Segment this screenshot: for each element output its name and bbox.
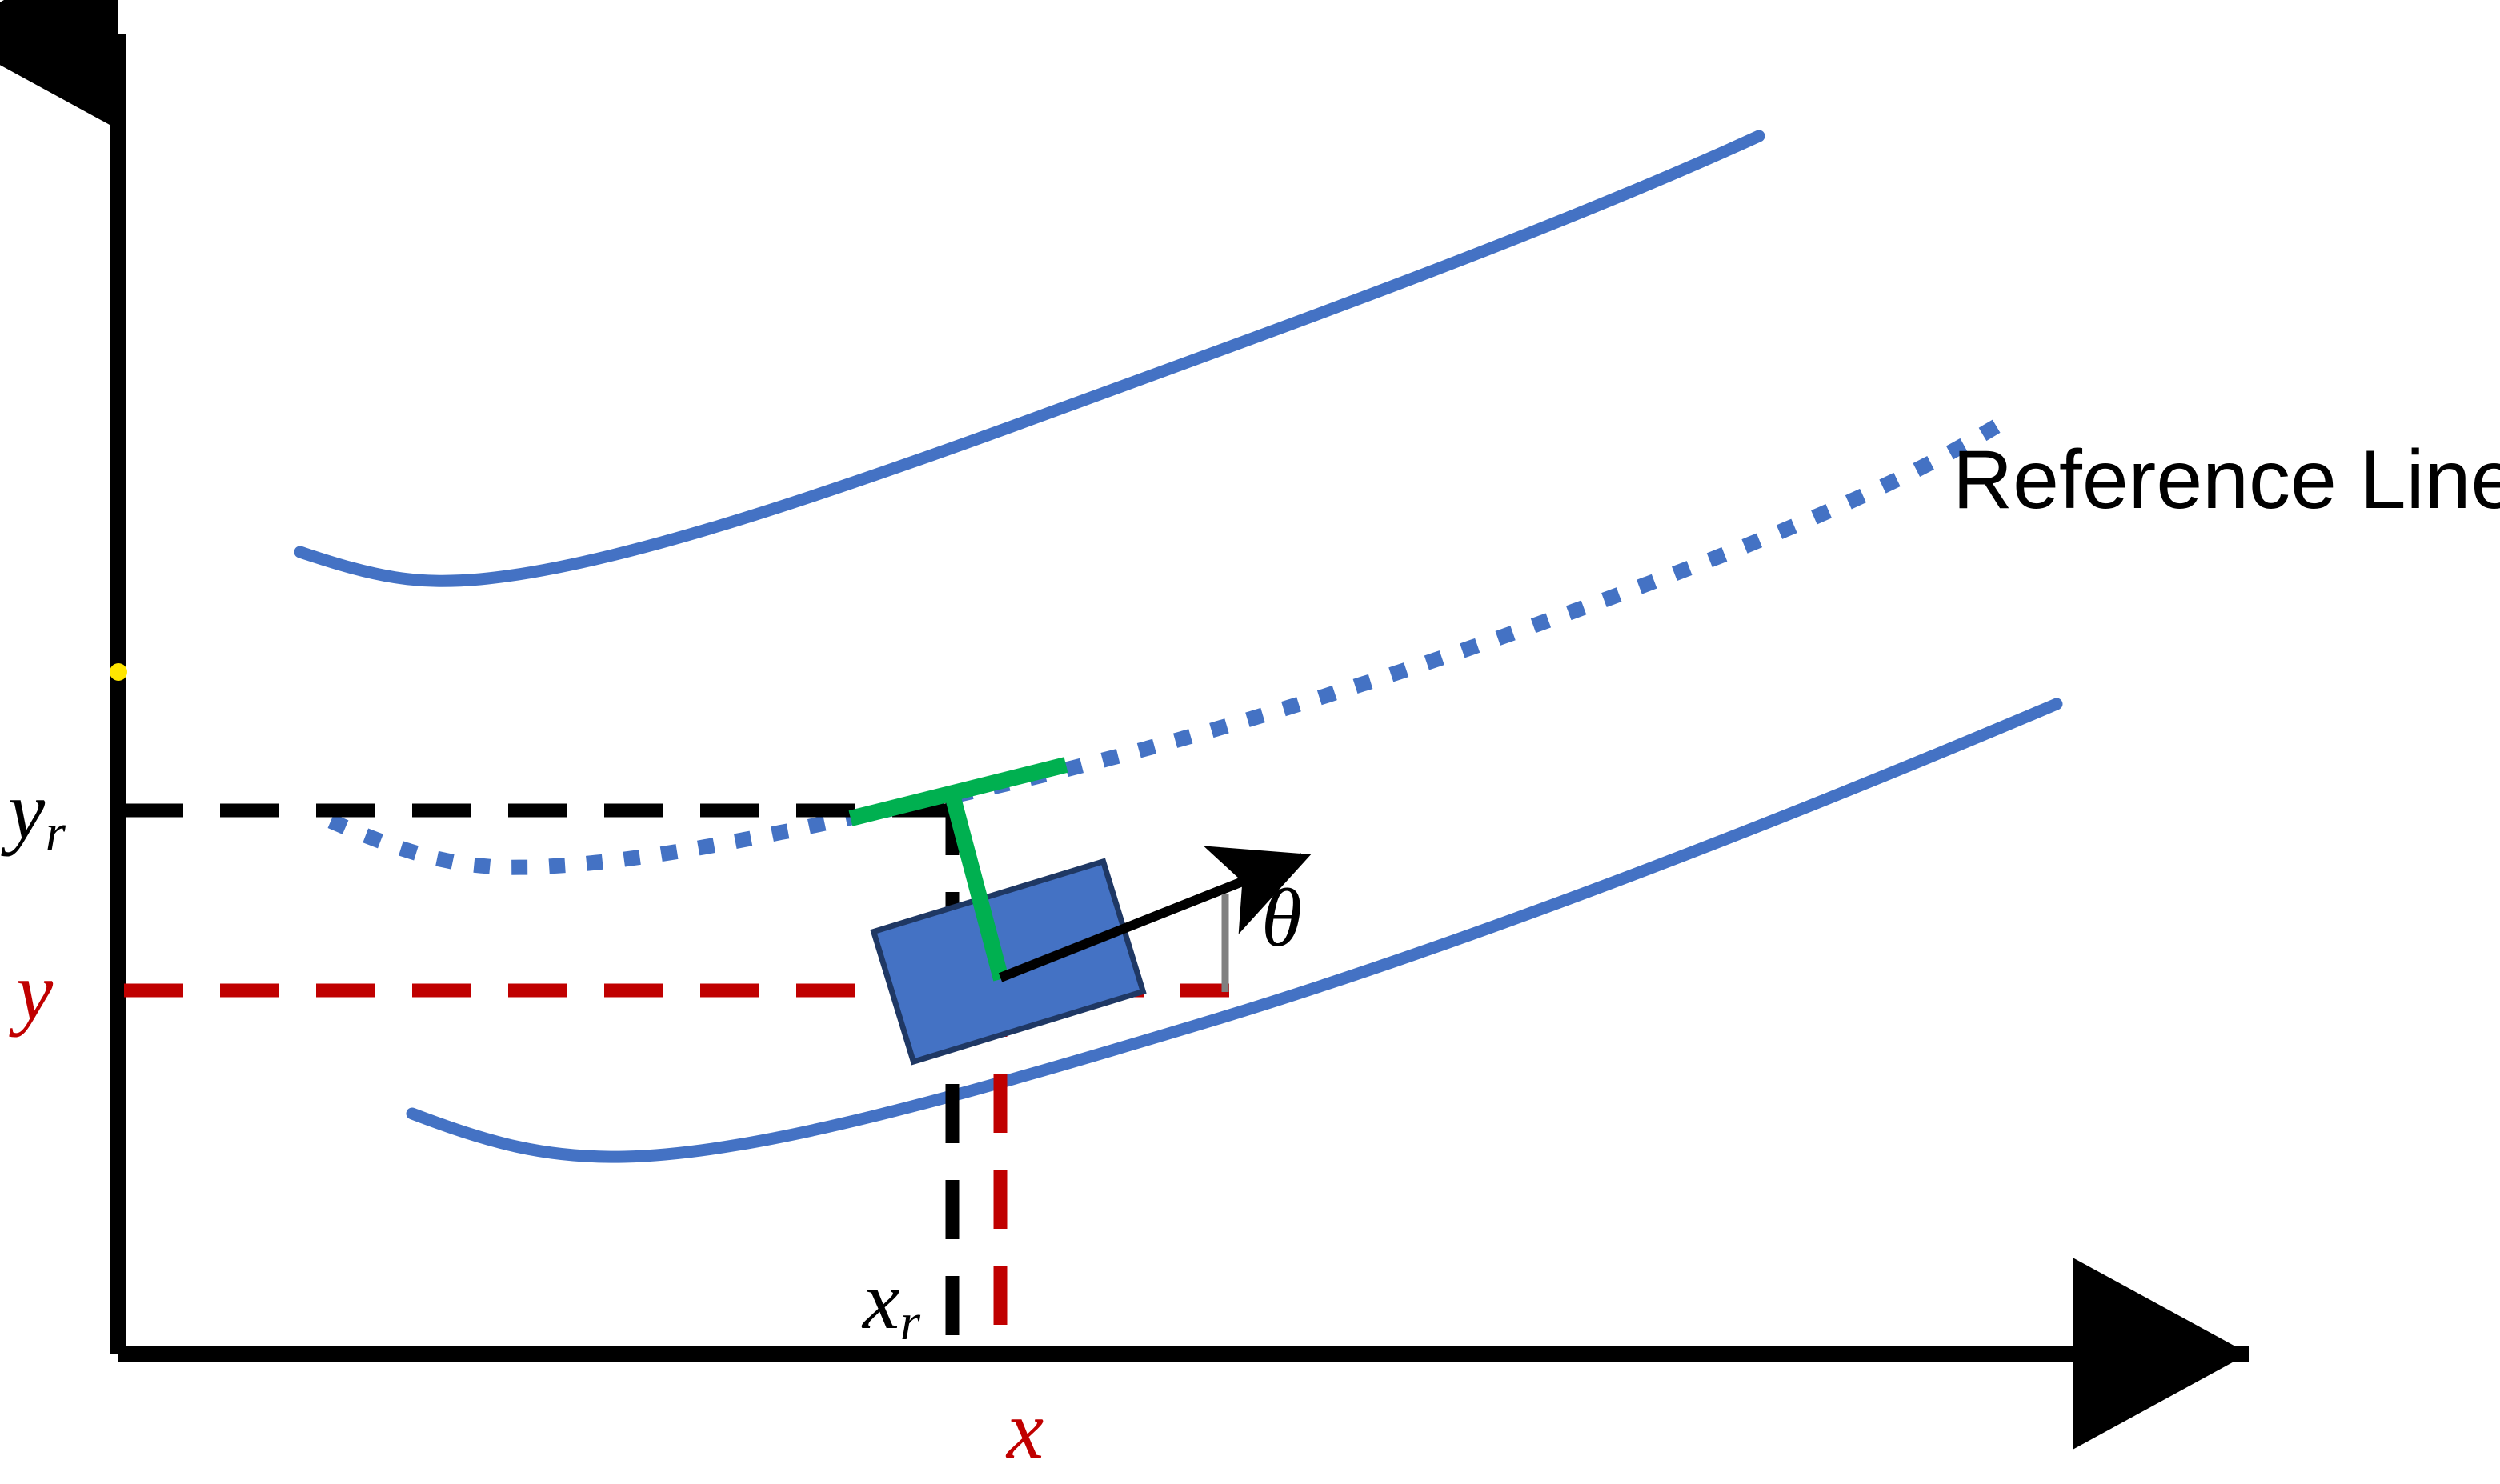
x-actual-label: x bbox=[1007, 1384, 1044, 1476]
reference-line-label: Reference Line bbox=[1953, 434, 2500, 526]
actual-guides-group bbox=[124, 978, 1229, 1354]
origin-marker-dot bbox=[110, 663, 127, 681]
reference-line-group bbox=[327, 406, 2021, 875]
reference-line-dotted bbox=[327, 406, 2021, 875]
upper-lane-boundary bbox=[294, 130, 1765, 587]
reference-guides-group bbox=[118, 796, 960, 1354]
theta-label: θ bbox=[1261, 872, 1303, 964]
y-actual-label: y bbox=[16, 946, 54, 1038]
lateral-error-segment bbox=[944, 790, 1009, 982]
error-geometry-group bbox=[848, 757, 1068, 982]
x-reference-label-base: x bbox=[863, 1254, 900, 1346]
x-reference-label-subscript: r bbox=[899, 1294, 920, 1351]
y-reference-label-base: y bbox=[8, 765, 46, 857]
axes-group bbox=[0, 0, 2249, 1450]
y-reference-label-subscript: r bbox=[45, 804, 66, 862]
lane-boundaries-group bbox=[294, 130, 2063, 1163]
heading-arrow bbox=[998, 846, 1312, 982]
y-reference-label: yr bbox=[8, 770, 66, 858]
vehicle-body-rect[interactable] bbox=[870, 858, 1147, 1066]
heading-group bbox=[998, 846, 1312, 992]
vehicle-group[interactable] bbox=[870, 858, 1147, 1066]
x-reference-label: xr bbox=[863, 1259, 920, 1348]
lower-lane-boundary bbox=[406, 698, 2063, 1163]
